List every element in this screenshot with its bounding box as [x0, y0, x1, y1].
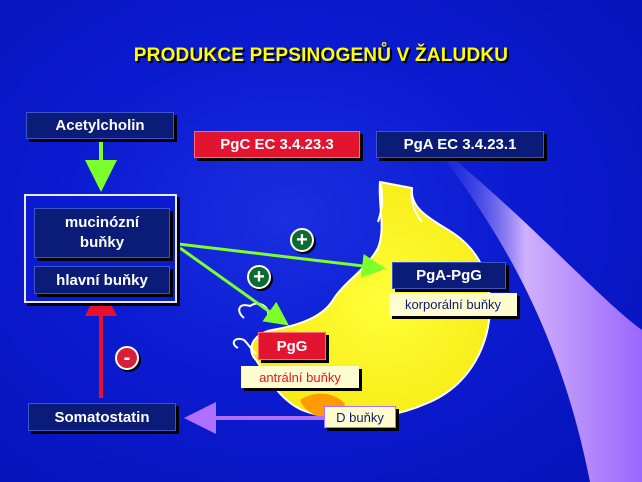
somatostatin-box: Somatostatin	[28, 403, 176, 431]
chief-cells-box: hlavní buňky	[34, 266, 170, 294]
antral-cells-label: antrální buňky	[241, 366, 359, 388]
stimulation-plus-upper: +	[290, 228, 314, 252]
arrow-cells-to-pgg	[179, 246, 289, 326]
mucinous-cells-box: mucinózní buňky	[34, 208, 170, 258]
light-beam	[430, 140, 642, 482]
acetylcholin-box: Acetylcholin	[26, 112, 174, 139]
pga-label: PgA EC 3.4.23.1	[376, 131, 544, 158]
inhibition-minus: -	[115, 346, 139, 370]
d-cells-label: D buňky	[324, 406, 396, 428]
pga-pgg-box: PgA-PgG	[392, 262, 506, 289]
arrow-cells-to-pga-pgg	[177, 242, 386, 278]
pgc-label: PgC EC 3.4.23.3	[194, 131, 360, 158]
corporal-cells-label: korporální buňky	[389, 293, 517, 316]
page-title: PRODUKCE PEPSINOGENŮ V ŽALUDKU	[133, 45, 509, 66]
pgg-box: PgG	[258, 332, 326, 360]
stimulation-plus-lower: +	[247, 265, 271, 289]
